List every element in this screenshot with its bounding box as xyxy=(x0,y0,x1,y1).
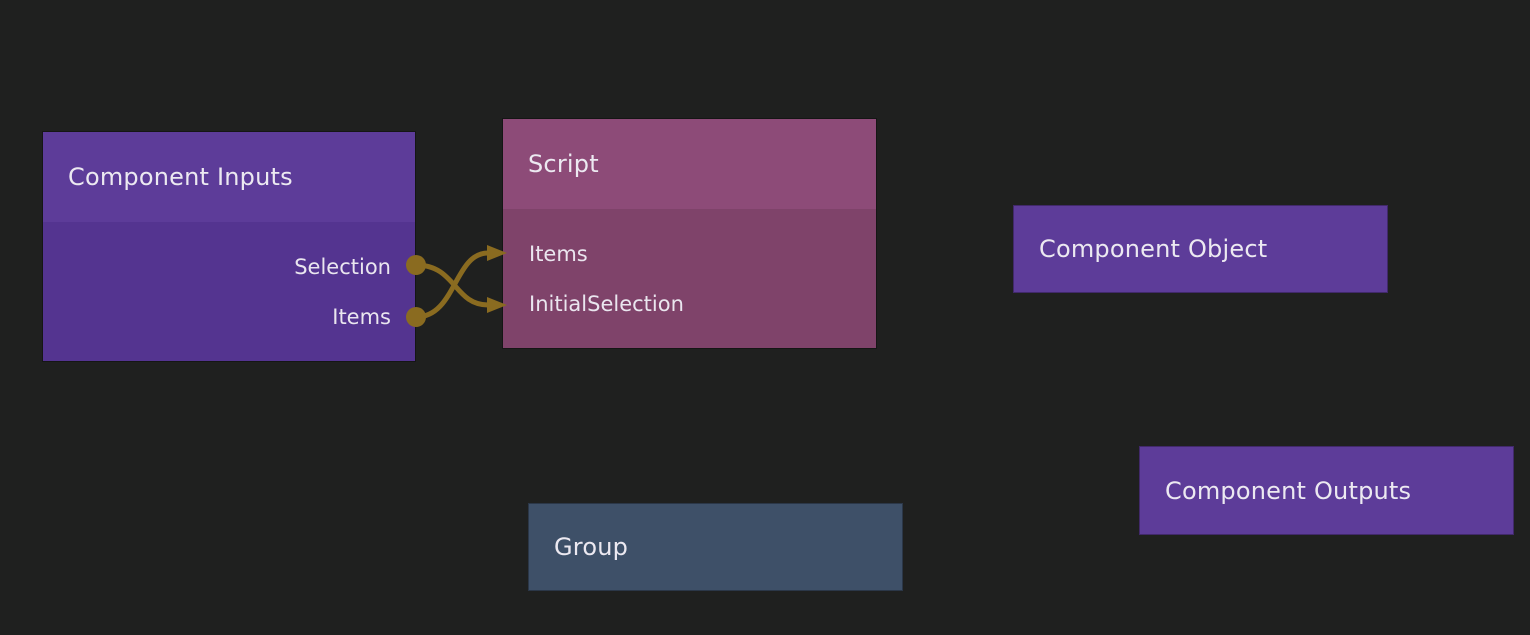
node-component-inputs[interactable]: Component Inputs Selection Items xyxy=(42,131,416,362)
node-title: Script xyxy=(528,150,599,178)
node-group[interactable]: Group xyxy=(528,503,903,591)
port-selection-output[interactable]: Selection xyxy=(43,242,415,292)
wire-arrowhead-items-icon xyxy=(487,245,507,261)
port-items-input[interactable]: Items xyxy=(503,229,876,279)
node-component-outputs-header[interactable]: Component Outputs xyxy=(1140,447,1513,534)
node-title: Component Outputs xyxy=(1165,476,1412,505)
port-items-output[interactable]: Items xyxy=(43,292,415,342)
node-title: Component Object xyxy=(1039,235,1268,263)
node-script[interactable]: Script Items InitialSelection xyxy=(502,118,877,349)
port-initialselection-input[interactable]: InitialSelection xyxy=(503,279,876,329)
port-label: InitialSelection xyxy=(529,292,684,316)
node-title: Group xyxy=(554,533,629,561)
port-dot-selection-icon[interactable] xyxy=(406,255,426,275)
port-label: Items xyxy=(332,305,391,329)
node-group-header[interactable]: Group xyxy=(529,504,902,590)
node-component-object-header[interactable]: Component Object xyxy=(1014,206,1387,292)
port-dot-items-icon[interactable] xyxy=(406,307,426,327)
node-script-body: Items InitialSelection xyxy=(503,209,876,348)
node-component-inputs-header[interactable]: Component Inputs xyxy=(43,132,415,222)
node-title: Component Inputs xyxy=(68,163,293,191)
node-component-object[interactable]: Component Object xyxy=(1013,205,1388,293)
node-component-outputs[interactable]: Component Outputs xyxy=(1139,446,1514,535)
wire-items-to-items[interactable] xyxy=(413,250,491,320)
node-component-inputs-body: Selection Items xyxy=(43,222,415,361)
wire-arrowhead-initialselection-icon xyxy=(487,297,507,313)
port-label: Selection xyxy=(294,255,391,279)
node-script-header[interactable]: Script xyxy=(503,119,876,209)
port-label: Items xyxy=(529,242,588,266)
